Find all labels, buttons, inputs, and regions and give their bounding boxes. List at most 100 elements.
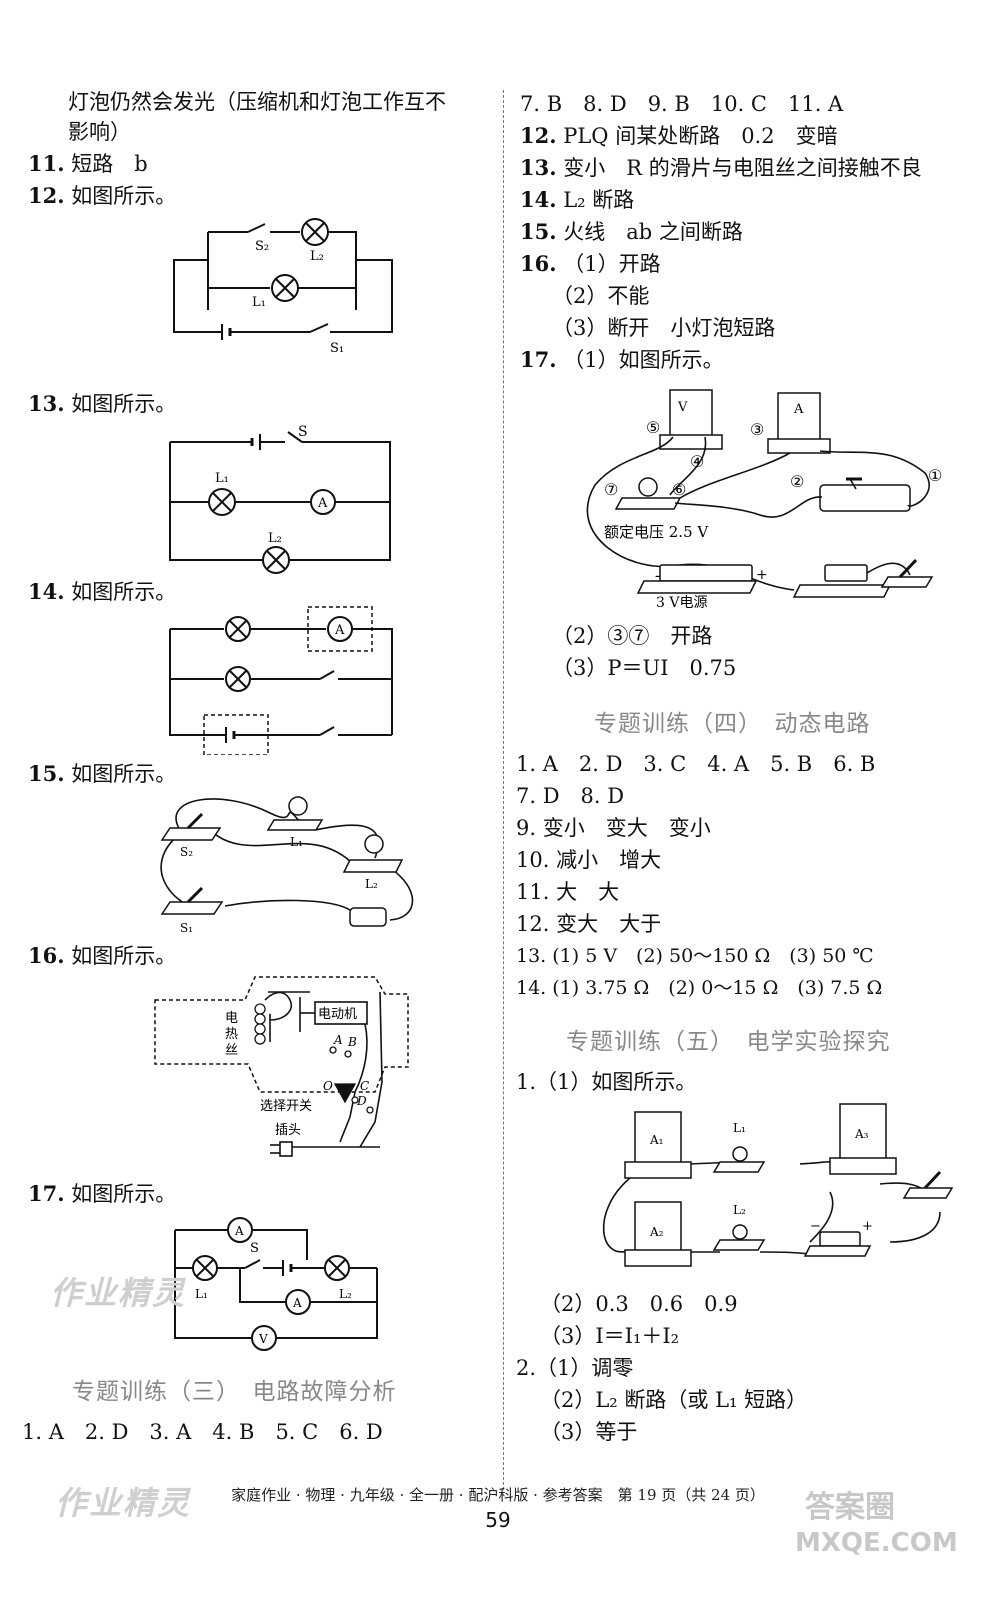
section-5-answer-2-3: （3）等于	[540, 1420, 638, 1444]
section-4-answers-2: 7. D 8. D	[516, 784, 625, 808]
question-number: 15.	[520, 219, 557, 244]
answer-text: L₂ 断路	[563, 188, 635, 212]
question-number: 12.	[520, 123, 557, 148]
label-a2: A	[292, 1296, 302, 1310]
answer-16: 16. 如图所示。	[28, 942, 176, 970]
label-l2: L₂	[310, 249, 324, 264]
column-divider	[503, 90, 504, 1490]
label-d: D	[356, 1094, 367, 1108]
answer-17: 17. （1）如图所示。	[520, 346, 724, 374]
label-a: A	[333, 1033, 343, 1047]
answer-text: PLQ 间某处断路 0.2 变暗	[563, 124, 838, 148]
label-l2: L₂	[365, 877, 378, 891]
answer-text: （1）开路	[563, 252, 661, 276]
circuit-figure-s5: A₁ L₁ A₃ A₂ L₂ − +	[590, 1102, 960, 1272]
section-title-4: 专题训练（四） 动态电路	[594, 711, 871, 737]
answer-17-3: （3）P＝UI 0.75	[552, 656, 737, 680]
label-minus: −	[810, 1219, 821, 1234]
page-footer: 家庭作业 · 物理 · 九年级 · 全一册 · 配沪科版 · 参考答案 第 19…	[231, 1486, 765, 1504]
terminal-2: ②	[790, 472, 804, 491]
label-a: A	[317, 496, 328, 511]
section-3-answers: 1. A 2. D 3. A 4. B 5. C 6. D	[22, 1420, 383, 1444]
answer-13: 13. 如图所示。	[28, 390, 176, 418]
answer-15: 15. 如图所示。	[28, 760, 176, 788]
label-plug: 插头	[275, 1123, 301, 1138]
meter-a: A	[793, 402, 804, 417]
answer-text: 如图所示。	[71, 1182, 177, 1206]
circuit-figure-r17: V A ⑤ ③ ④ ② ① ⑦ ⑥ 额定电压 2.5 V − + 3 V电源	[560, 385, 950, 610]
answer-line: 影响）	[68, 120, 131, 144]
section-4-answer-9: 9. 变小 变大 变小	[516, 816, 711, 840]
answer-16-2: （2）不能	[552, 284, 650, 308]
question-number: 15.	[28, 761, 65, 786]
label-motor: 电动机	[318, 1007, 357, 1022]
terminal-5: ⑤	[646, 418, 660, 437]
label-l2: L₂	[339, 1287, 352, 1301]
label-s: S	[250, 1241, 259, 1256]
page-number: 59	[485, 1508, 511, 1532]
terminal-4: ④	[690, 452, 704, 471]
label-a: A	[334, 623, 345, 638]
question-number: 13.	[520, 155, 557, 180]
section-4-answer-10: 10. 减小 增大	[516, 848, 662, 872]
label-switch: 选择开关	[260, 1099, 312, 1114]
question-number: 16.	[28, 943, 65, 968]
section-4-answer-12: 12. 变大 大于	[516, 912, 662, 936]
meter-a2: A₂	[649, 1225, 664, 1239]
answer-12: 12. PLQ 间某处断路 0.2 变暗	[520, 122, 838, 150]
label-plus: +	[862, 1219, 873, 1234]
label-l1: L₁	[733, 1121, 746, 1135]
label-l2: L₂	[733, 1203, 746, 1217]
label-l1: L₁	[252, 295, 266, 310]
label-lamp: 额定电压 2.5 V	[604, 523, 709, 541]
answer-text: 如图所示。	[71, 762, 177, 786]
answer-text: 如图所示。	[71, 184, 177, 208]
answer-text: 火线 ab 之间断路	[563, 220, 743, 244]
circuit-figure-17: A S L₁ A L₂ V	[165, 1210, 390, 1360]
question-number: 14.	[520, 187, 557, 212]
section-4-answers-1: 1. A 2. D 3. C 4. A 5. B 6. B	[516, 752, 876, 776]
meter-a1: A₁	[649, 1133, 663, 1147]
answer-13: 13. 变小 R 的滑片与电阻丝之间接触不良	[520, 154, 922, 182]
answer-17: 17. 如图所示。	[28, 1180, 176, 1208]
question-number: 12.	[28, 183, 65, 208]
terminal-6: ⑥	[672, 480, 686, 499]
section-5-answer-1: 1.（1）如图所示。	[516, 1070, 697, 1094]
section-4-answer-11: 11. 大 大	[516, 880, 620, 904]
meter-a3: A₃	[854, 1127, 869, 1141]
section-5-answer-2: 2.（1）调零	[516, 1356, 634, 1380]
label-l1: L₁	[290, 835, 303, 849]
terminal-7: ⑦	[604, 480, 618, 499]
label-heater-3: 丝	[225, 1043, 238, 1058]
label-s2: S₂	[180, 845, 193, 859]
label-s2: S₂	[255, 239, 269, 254]
label-heater-1: 电	[225, 1011, 238, 1026]
answer-text: 如图所示。	[71, 392, 177, 416]
section-4-answer-13: 13. (1) 5 V (2) 50～150 Ω (3) 50 ℃	[516, 945, 874, 967]
label-v: V	[258, 1332, 268, 1346]
terminal-3: ③	[750, 420, 764, 439]
question-number: 11.	[28, 151, 65, 176]
answer-12: 12. 如图所示。	[28, 182, 176, 210]
label-l2: L₂	[268, 531, 282, 546]
terminal-1: ①	[928, 466, 942, 485]
answer-line: 灯泡仍然会发光（压缩机和灯泡工作互不	[68, 90, 446, 114]
circuit-figure-15: S₂ L₁ L₂ S₁	[150, 788, 420, 938]
watermark: MXQE.COM	[795, 1528, 958, 1558]
section-4-answer-14: 14. (1) 3.75 Ω (2) 0～15 Ω (3) 7.5 Ω	[516, 977, 883, 999]
label-source: 3 V电源	[656, 595, 707, 610]
answer-text: （1）如图所示。	[563, 348, 724, 372]
section-title-5: 专题训练（五） 电学实验探究	[566, 1029, 891, 1055]
section-5-answer-1-2: （2）0.3 0.6 0.9	[540, 1292, 738, 1316]
section-5-answer-2-2: （2）L₂ 断路（或 L₁ 短路）	[540, 1388, 808, 1412]
answer-text: 如图所示。	[71, 580, 177, 604]
meter-v: V	[677, 400, 688, 415]
label-l1: L₁	[215, 471, 229, 486]
answer-15: 15. 火线 ab 之间断路	[520, 218, 743, 246]
answer-7-11: 7. B 8. D 9. B 10. C 11. A	[520, 92, 844, 116]
label-heater-2: 热	[225, 1027, 238, 1042]
question-number: 13.	[28, 391, 65, 416]
answer-text: 短路 b	[71, 152, 148, 176]
question-number: 17.	[520, 347, 557, 372]
circuit-figure-16: 电 热 丝 电动机 A B C D O 选择开关 插头	[150, 972, 410, 1172]
